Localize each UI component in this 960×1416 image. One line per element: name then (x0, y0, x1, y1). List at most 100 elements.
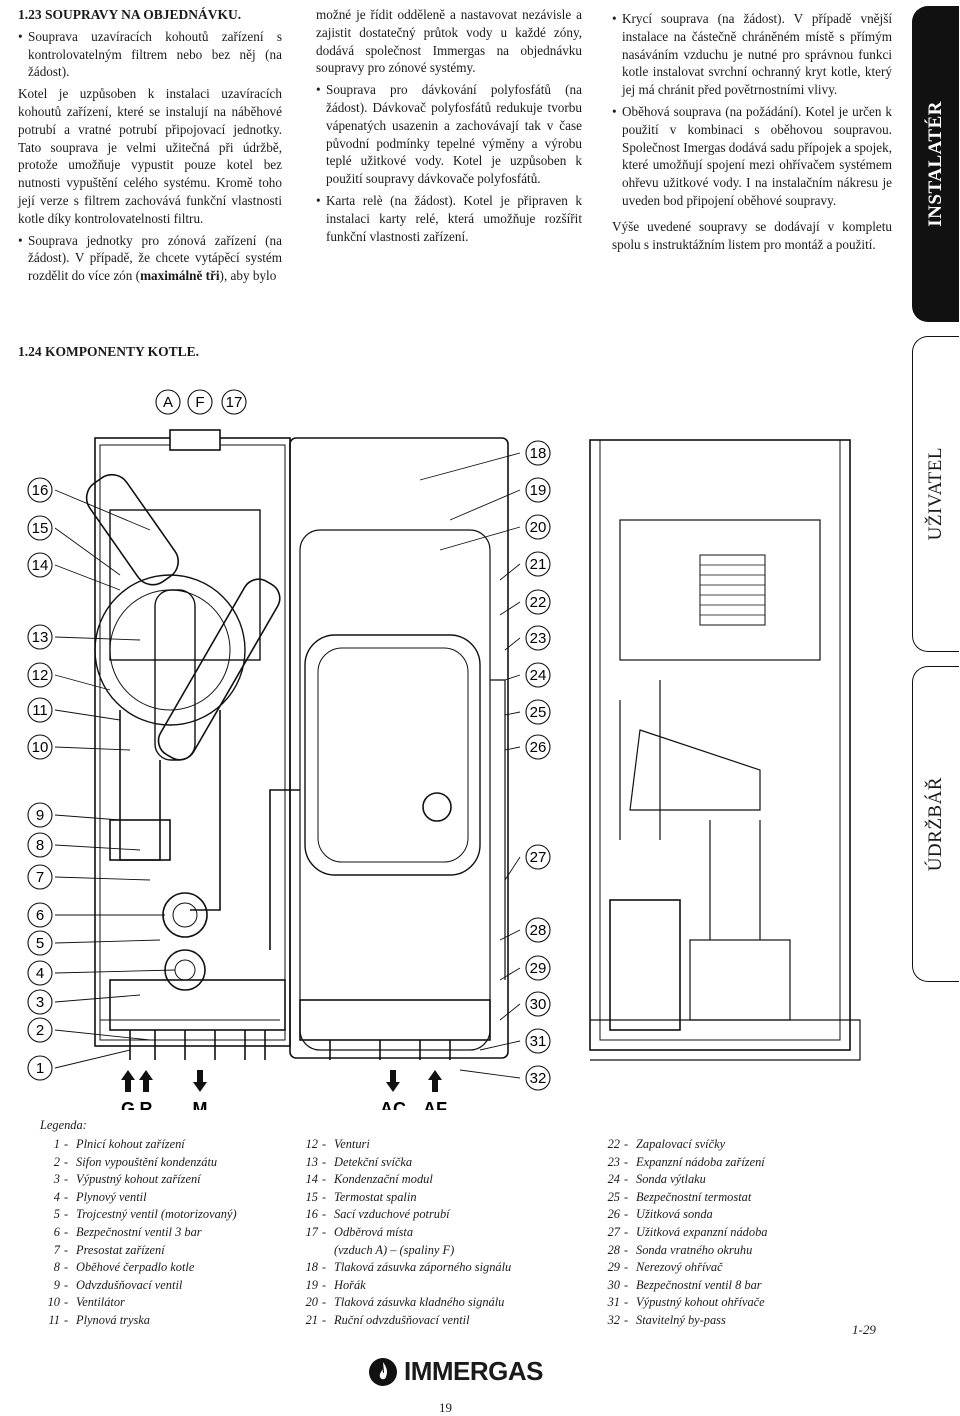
paragraph: možné je řídit odděleně a nastavovat nez… (316, 7, 582, 76)
callout-3: 3 (27, 989, 53, 1015)
connection-label-r: R (140, 1099, 153, 1110)
legend-item: 24-Sonda výtlaku (607, 1172, 706, 1187)
legend-item: 2-Sifon vypouštění kondenzátu (53, 1154, 218, 1169)
svg-text:30: 30 (530, 996, 547, 1013)
paragraph: Kotel je uzpůsoben k instalaci uzavírací… (18, 86, 282, 226)
legend-item: 14-Kondenzační modul (305, 1172, 433, 1187)
figure-title: 1.24 KOMPONENTY KOTLE. (18, 344, 200, 359)
callout-A: A (155, 389, 181, 415)
legend-item: 18-Tlaková zásuvka záporného signálu (305, 1260, 512, 1275)
callout-17: 17 (221, 389, 247, 415)
legend-item: 10-Ventilátor (47, 1295, 125, 1310)
svg-text:5: 5 (36, 935, 44, 952)
legend-item: 8-Oběhové čerpadlo kotle (53, 1260, 195, 1275)
svg-text:2: 2 (36, 1022, 44, 1039)
text-column-1: 1.23 SOUPRAVY NA OBJEDNÁVKU. Souprava uz… (18, 6, 282, 289)
legend-item: 27-Užitková expanzní nádoba (607, 1224, 768, 1239)
callout-25: 25 (525, 699, 551, 725)
flame-logo-icon (369, 1357, 397, 1386)
callout-22: 22 (525, 589, 551, 615)
callout-29: 29 (525, 955, 551, 981)
callout-31: 31 (525, 1028, 551, 1054)
svg-text:11: 11 (32, 702, 48, 719)
bullet-item: Souprava jednotky pro zónová zařízení (n… (18, 232, 282, 285)
svg-text:29: 29 (530, 960, 547, 977)
svg-text:17: 17 (226, 394, 243, 411)
connection-arrow-m (193, 1070, 207, 1092)
callout-26: 26 (525, 734, 551, 760)
legend-item: 20-Tlaková zásuvka kladného signálu (305, 1295, 505, 1310)
svg-text:20: 20 (530, 519, 547, 536)
svg-text:1: 1 (36, 1060, 44, 1077)
callout-2: 2 (27, 1017, 53, 1043)
legend-item: 30-Bezpečnostní ventil 8 bar (607, 1277, 762, 1292)
legend-item: 26-Užitková sonda (607, 1207, 713, 1222)
callout-30: 30 (525, 991, 551, 1017)
figure-number: 1-29 (852, 1322, 876, 1337)
legend-item: 17-Odběrová místa (305, 1224, 414, 1239)
callout-19: 19 (525, 477, 551, 503)
svg-text:16: 16 (32, 482, 49, 499)
connection-label-af: AF (423, 1099, 447, 1110)
callout-12: 12 (27, 662, 53, 688)
legend-title: Legenda: (40, 1118, 87, 1132)
svg-text:7: 7 (36, 869, 44, 886)
svg-text:F: F (195, 394, 204, 411)
legend-item: 7-Presostat zařízení (53, 1242, 165, 1257)
svg-text:28: 28 (530, 922, 547, 939)
connection-arrow-ac (386, 1070, 400, 1092)
svg-text:15: 15 (32, 520, 49, 537)
boiler-tank-view (269, 437, 509, 1060)
svg-text:8: 8 (36, 837, 44, 854)
svg-text:32: 32 (530, 1070, 547, 1087)
callout-27: 27 (525, 844, 551, 870)
bullet-item: Oběhová souprava (na požádání). Kotel je… (612, 103, 892, 210)
callout-9: 9 (27, 802, 53, 828)
legend-item: 6-Bezpečnostní ventil 3 bar (53, 1224, 202, 1239)
svg-text:25: 25 (530, 704, 547, 721)
svg-text:3: 3 (36, 994, 44, 1011)
callout-13: 13 (27, 624, 53, 650)
svg-text:12: 12 (32, 667, 49, 684)
tab-user[interactable]: UŽIVATEL (912, 336, 959, 652)
bullet-item: Karta relè (na žádost). Kotel je připrav… (316, 192, 582, 245)
tab-installer[interactable]: INSTALATÉR (912, 6, 959, 322)
legend-item: 12-Venturi (305, 1137, 370, 1151)
brand-logo: IMMERGAS (368, 1356, 544, 1387)
tab-maintenance[interactable]: ÚDRŽBÁŘ (912, 666, 959, 982)
connection-arrow-af (428, 1070, 442, 1092)
svg-text:10: 10 (32, 739, 49, 756)
legend-item: 19-Hořák (305, 1277, 366, 1292)
svg-text:19: 19 (530, 482, 547, 499)
legend-item: 1-Plnicí kohout zařízení (53, 1137, 185, 1151)
svg-text:21: 21 (530, 556, 547, 573)
svg-text:22: 22 (530, 594, 547, 611)
legend-item: 4-Plynový ventil (53, 1189, 147, 1204)
callout-F: F (187, 389, 213, 415)
legend-item: 13-Detekční svíčka (305, 1154, 413, 1169)
brand-name: IMMERGAS (404, 1356, 544, 1386)
legend-item: 16-Sací vzduchové potrubí (305, 1207, 450, 1222)
page-number: 19 (439, 1400, 452, 1415)
callout-14: 14 (27, 552, 53, 578)
svg-text:27: 27 (530, 849, 547, 866)
bullet-item: Souprava pro dávkování polyfosfátů (na ž… (316, 81, 582, 188)
legend-item: 9-Odvzdušňovací ventil (53, 1277, 183, 1292)
section-heading: 1.23 SOUPRAVY NA OBJEDNÁVKU. (18, 7, 242, 22)
callout-20: 20 (525, 514, 551, 540)
legend-item: 32-Stavitelný by-pass (607, 1312, 726, 1327)
callout-28: 28 (525, 917, 551, 943)
svg-text:24: 24 (530, 667, 547, 684)
callout-5: 5 (27, 930, 53, 956)
svg-text:9: 9 (36, 807, 44, 824)
callout-6: 6 (27, 902, 53, 928)
legend-item: (vzduch A) – (spaliny F) (334, 1242, 455, 1257)
boiler-front-view (85, 429, 291, 1060)
legend-item: 11-Plynová tryska (48, 1312, 150, 1327)
svg-text:23: 23 (530, 630, 547, 647)
svg-text:6: 6 (36, 907, 44, 924)
legend-item: 5-Trojcestný ventil (motorizovaný) (53, 1207, 237, 1222)
svg-text:14: 14 (32, 557, 49, 574)
